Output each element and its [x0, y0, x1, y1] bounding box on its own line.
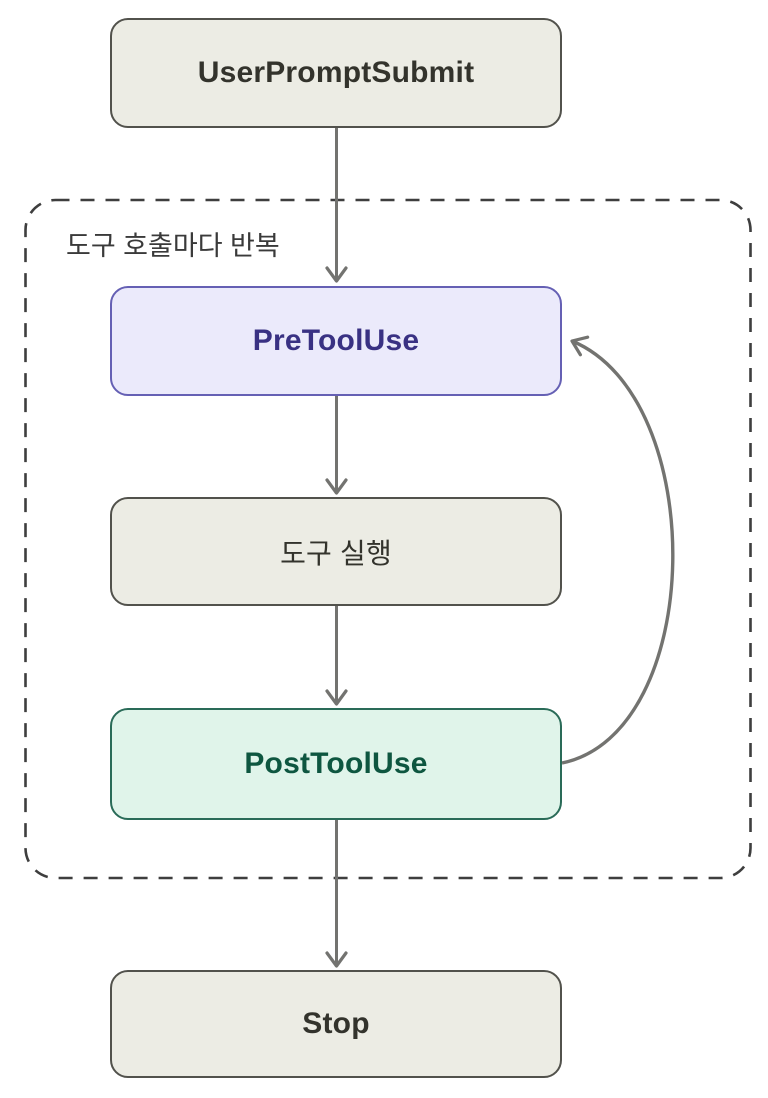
node-pre-tool-use: PreToolUse — [110, 286, 562, 396]
edge-posttooluse-loopback-pretooluse — [561, 335, 675, 765]
node-stop: Stop — [110, 970, 562, 1078]
node-post-tool-use-label: PostToolUse — [244, 747, 428, 780]
node-tool-execution: 도구 실행 — [110, 497, 562, 606]
node-pre-tool-use-label: PreToolUse — [252, 324, 420, 357]
node-tool-execution-label: 도구 실행 — [280, 537, 392, 569]
node-user-prompt-submit-label: UserPromptSubmit — [197, 56, 475, 89]
node-stop-label: Stop — [302, 1007, 370, 1040]
node-post-tool-use: PostToolUse — [110, 708, 562, 820]
node-user-prompt-submit: UserPromptSubmit — [110, 18, 562, 128]
loop-group-label: 도구 호출마다 반복 — [66, 231, 280, 261]
